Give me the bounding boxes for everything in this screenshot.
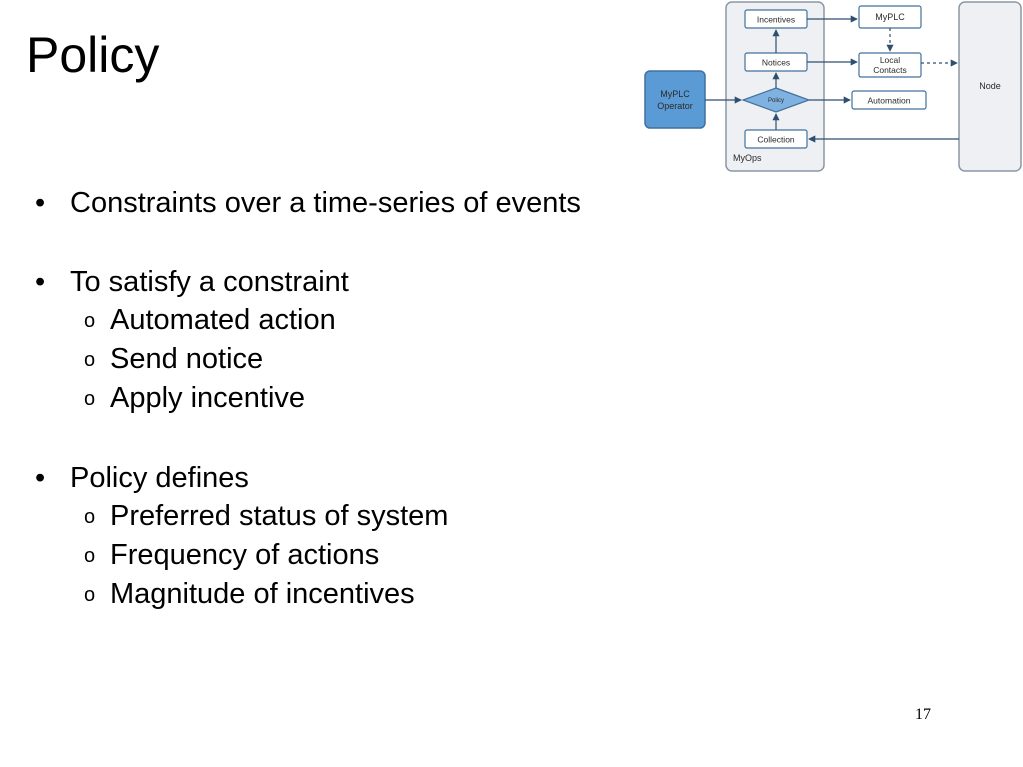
- notices-label: Notices: [762, 58, 790, 68]
- bullet-item: • Constraints over a time-series of even…: [30, 184, 650, 222]
- bullet-marker: •: [35, 266, 46, 298]
- bullet-item: • Policy defines: [30, 459, 650, 497]
- sub-bullet-text: Automated action: [110, 304, 336, 336]
- sub-bullet-text: Send notice: [110, 343, 264, 375]
- sub-bullet-item: o Magnitude of incentives: [30, 575, 650, 614]
- sub-bullet-text: Preferred status of system: [110, 500, 449, 532]
- bullet-text: Constraints over a time-series of events: [70, 187, 581, 219]
- local-contacts-box: [858, 52, 922, 78]
- sub-bullet-item: o Apply incentive: [30, 379, 650, 418]
- myops-container: [725, 1, 825, 172]
- sub-bullet-marker: o: [84, 349, 96, 371]
- sub-bullet-marker: o: [84, 584, 96, 606]
- bullet-text: Policy defines: [70, 462, 249, 494]
- incentives-label: Incentives: [757, 15, 795, 25]
- sub-bullet-marker: o: [84, 388, 96, 410]
- bullet-item: • To satisfy a constraint: [30, 263, 650, 301]
- sub-bullet-item: o Frequency of actions: [30, 536, 650, 575]
- policy-label: Policy: [768, 98, 784, 104]
- node-container: [958, 1, 1022, 172]
- sub-bullet-text: Frequency of actions: [110, 539, 380, 571]
- automation-label: Automation: [868, 96, 911, 106]
- slide-title: Policy: [26, 27, 160, 83]
- sub-bullet-item: o Automated action: [30, 301, 650, 340]
- operator-label-line1: MyPLC: [660, 89, 690, 99]
- automation-box: [851, 90, 927, 110]
- sub-bullet-item: o Preferred status of system: [30, 497, 650, 536]
- sub-bullet-text: Magnitude of incentives: [110, 578, 415, 610]
- myops-label: MyOps: [733, 153, 762, 163]
- myplc-label: MyPLC: [875, 12, 905, 22]
- local-contacts-label-line1: Local: [880, 55, 900, 65]
- sub-bullet-item: o Send notice: [30, 340, 650, 379]
- bullet-list: • Constraints over a time-series of even…: [30, 184, 650, 614]
- sub-bullet-marker: o: [84, 545, 96, 567]
- operator-label-line2: Operator: [657, 101, 693, 111]
- policy-architecture-diagram: MyOps Node MyPLC Operator Incentives Not…: [640, 0, 1023, 176]
- bullet-marker: •: [35, 462, 46, 494]
- node-label: Node: [979, 81, 1001, 91]
- local-contacts-label-line2: Contacts: [873, 65, 907, 75]
- sub-bullet-text: Apply incentive: [110, 382, 306, 414]
- operator-box: [644, 70, 706, 129]
- sub-bullet-marker: o: [84, 310, 96, 332]
- collection-label: Collection: [757, 135, 795, 145]
- bullet-text: To satisfy a constraint: [70, 266, 349, 298]
- bullet-marker: •: [35, 187, 46, 219]
- page-number: 17: [915, 706, 931, 723]
- policy-diamond: [741, 87, 811, 113]
- sub-bullet-marker: o: [84, 506, 96, 528]
